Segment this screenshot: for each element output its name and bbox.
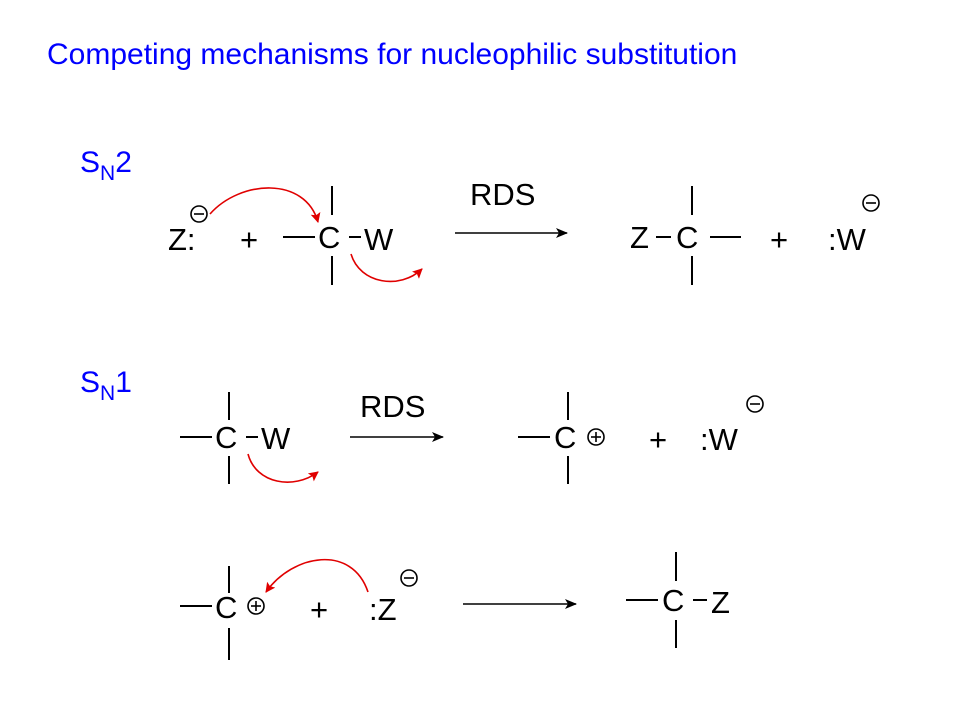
sn1-step2-carbocation: C	[180, 566, 265, 660]
sn2-label: SN2	[80, 146, 132, 185]
sn1-label-number: 1	[115, 366, 132, 399]
sn1-step2-product: C Z	[626, 552, 730, 648]
sn2-product-carbon: C	[676, 220, 698, 255]
sn2-leaving-ion-negative-charge-icon	[862, 194, 880, 212]
sn1-step1-leaving-group: W	[261, 421, 291, 456]
sn2-nucleophile-attack-arrow	[209, 187, 321, 223]
sn1-step1-rds-label: RDS	[360, 389, 425, 424]
sn2-product: Z C	[630, 186, 741, 285]
sn2-substrate-carbon: C	[318, 220, 340, 255]
sn2-nucleophile: Z:	[168, 222, 196, 257]
sn2-leaving-group-arrow	[350, 253, 423, 283]
sn2-label-number: 2	[115, 146, 132, 179]
sn2-plus-2: +	[770, 222, 788, 257]
sn1-step2-nucleophile: :Z	[369, 592, 397, 627]
sn1-step2-cation-carbon: C	[215, 590, 237, 625]
sn1-step2-positive-charge-icon	[247, 597, 265, 615]
sn1-step1-cation-carbon: C	[554, 420, 576, 455]
sn1-step1-leaving-ion-negative-charge-icon	[746, 395, 764, 413]
sn2-leaving-ion: :W	[828, 222, 867, 257]
sn1-section: SN1 C W RDS C + :W	[80, 366, 764, 660]
sn1-step2-product-z: Z	[711, 585, 730, 620]
sn1-step2-nucleophile-negative-charge-icon	[400, 569, 418, 587]
sn2-nucleophile-negative-charge-icon	[190, 205, 208, 223]
sn1-step1-leaving-group-arrow	[247, 453, 319, 483]
sn1-label-subscript: N	[100, 382, 115, 405]
page-title: Competing mechanisms for nucleophilic su…	[47, 38, 737, 71]
sn1-step1-substrate: C W	[180, 392, 291, 484]
sn2-substrate: C W	[283, 186, 394, 285]
sn1-step2-product-carbon: C	[662, 583, 684, 618]
sn1-step1-positive-charge-icon	[587, 428, 605, 446]
sn2-rds-label: RDS	[470, 177, 535, 212]
sn2-substrate-leaving-group: W	[364, 222, 394, 257]
sn1-step1-carbon: C	[215, 420, 237, 455]
sn1-step2-nucleophile-attack-arrow	[265, 558, 369, 593]
sn2-product-z: Z	[630, 220, 649, 255]
sn2-label-subscript: N	[100, 162, 115, 185]
sn1-step2-plus: +	[310, 592, 328, 627]
sn2-plus-1: +	[240, 222, 258, 257]
sn1-label: SN1	[80, 366, 132, 405]
sn2-section: SN2 Z: + C W RDS Z C	[80, 146, 880, 285]
sn1-step1-plus: +	[649, 422, 667, 457]
sn1-step1-leaving-ion: :W	[700, 422, 739, 457]
sn1-step1-carbocation: C	[518, 392, 605, 484]
